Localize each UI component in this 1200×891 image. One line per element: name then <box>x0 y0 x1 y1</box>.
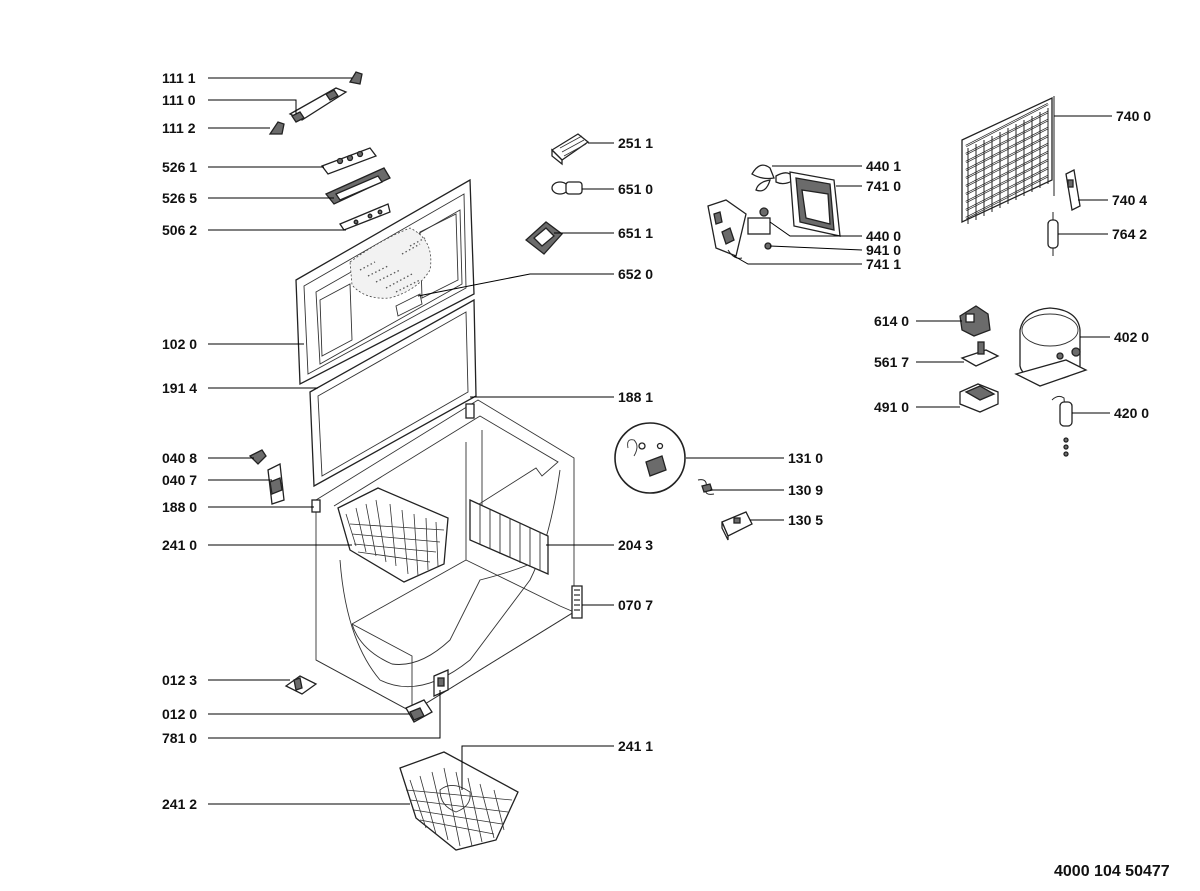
label-440-0: 440 0 <box>866 228 901 244</box>
label-741-0: 741 0 <box>866 178 901 194</box>
label-740-0: 740 0 <box>1116 108 1151 124</box>
part-labels: 111 1 111 0 111 2 526 1 526 5 506 2 102 … <box>162 70 1170 880</box>
part-111-2-hinge-cap <box>268 121 285 135</box>
label-491-0: 491 0 <box>874 399 909 415</box>
label-040-8: 040 8 <box>162 450 197 466</box>
part-191-4-lid-gasket <box>309 298 477 488</box>
label-012-3: 012 3 <box>162 672 197 688</box>
label-526-5: 526 5 <box>162 190 197 206</box>
part-740-4-bracket <box>1065 169 1081 211</box>
label-251-1: 251 1 <box>618 135 653 151</box>
part-070-7-grille <box>571 585 583 619</box>
part-111-1-hinge-cap <box>348 71 363 85</box>
label-241-0: 241 0 <box>162 537 197 553</box>
part-764-2-drier <box>1047 212 1059 256</box>
part-651-0-lamp <box>551 181 583 195</box>
part-741-1-bracket <box>707 199 747 259</box>
part-781-0-bracket <box>433 669 449 697</box>
label-781-0: 781 0 <box>162 730 197 746</box>
part-188-1-block <box>465 403 475 419</box>
part-241-0-basket <box>337 487 449 583</box>
label-420-0: 420 0 <box>1114 405 1149 421</box>
part-012-0-foot <box>405 699 433 723</box>
label-740-4: 740 4 <box>1112 192 1147 208</box>
part-440-1-fan-blade <box>751 164 795 192</box>
part-402-0-compressor <box>1014 307 1088 387</box>
part-204-3-divider <box>469 498 549 575</box>
part-440-0-fan-motor <box>747 207 771 235</box>
part-741-0-fan-cowl <box>789 171 841 237</box>
leader-lines <box>208 77 1112 805</box>
label-402-0: 402 0 <box>1114 329 1149 345</box>
part-526-1-control-panel <box>320 147 378 175</box>
part-526-5-panel-frame <box>324 167 391 205</box>
document-number: 4000 104 50477 <box>1054 863 1170 880</box>
part-040-7-hinge <box>267 463 285 505</box>
part-012-3-foot-bracket <box>284 675 318 695</box>
part-651-1-lamp-holder <box>524 221 563 255</box>
label-204-3: 204 3 <box>618 537 653 553</box>
label-652-0: 652 0 <box>618 266 653 282</box>
part-130-5-box <box>721 511 753 541</box>
label-191-4: 191 4 <box>162 380 197 396</box>
label-111-2: 111 2 <box>162 120 196 136</box>
part-131-0-detail-circle <box>614 422 686 494</box>
label-102-0: 102 0 <box>162 336 197 352</box>
label-506-2: 506 2 <box>162 222 197 238</box>
part-241-2-lower-basket <box>399 751 519 851</box>
label-188-1: 188 1 <box>618 389 653 405</box>
label-131-0: 131 0 <box>788 450 823 466</box>
label-040-7: 040 7 <box>162 472 197 488</box>
label-241-1: 241 1 <box>618 738 653 754</box>
part-420-0-capacitor <box>1051 395 1073 457</box>
label-651-1: 651 1 <box>618 225 653 241</box>
part-130-9-spring <box>697 479 715 495</box>
part-561-7-clip <box>960 341 1000 367</box>
part-251-1-light-cover <box>550 133 590 166</box>
label-941-0: 941 0 <box>866 242 901 258</box>
part-506-2-hinge-bracket <box>339 203 391 231</box>
part-740-0-condenser <box>961 96 1055 224</box>
label-651-0: 651 0 <box>618 181 653 197</box>
label-130-5: 130 5 <box>788 512 823 528</box>
label-070-7: 070 7 <box>618 597 653 613</box>
part-491-0-cover <box>959 383 999 413</box>
label-012-0: 012 0 <box>162 706 197 722</box>
label-111-0: 111 0 <box>162 92 196 108</box>
label-241-2: 241 2 <box>162 796 197 812</box>
part-102-0-lid <box>295 178 475 386</box>
label-111-1: 111 1 <box>162 70 196 86</box>
part-188-0-block <box>311 499 321 513</box>
label-130-9: 130 9 <box>788 482 823 498</box>
label-741-1: 741 1 <box>866 256 901 272</box>
label-614-0: 614 0 <box>874 313 909 329</box>
label-440-1: 440 1 <box>866 158 901 174</box>
label-764-2: 764 2 <box>1112 226 1147 242</box>
label-188-0: 188 0 <box>162 499 197 515</box>
part-111-0-lid-handle <box>288 87 348 123</box>
part-040-8-clip <box>248 449 267 465</box>
part-614-0-relay <box>959 305 991 337</box>
label-561-7: 561 7 <box>874 354 909 370</box>
label-526-1: 526 1 <box>162 159 197 175</box>
